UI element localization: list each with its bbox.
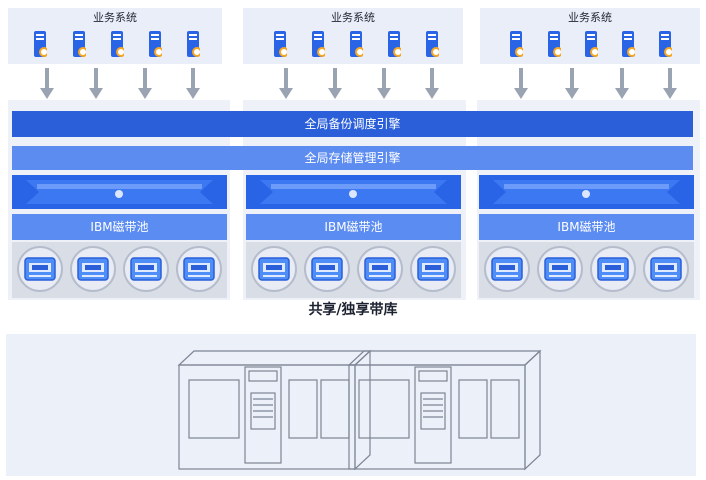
tape-library-cabinet-icon [347,349,542,471]
tape-cartridge-icon [70,246,116,292]
server-icon [312,31,325,57]
tape-cartridge-icon [17,246,63,292]
tape-pool-label-3: IBM磁带池 [479,214,694,240]
down-arrow-icon [514,68,528,99]
storage-manager-engine: 全局存储管理引擎 [12,146,693,170]
server-icon [426,31,439,57]
tape-library-floor [6,334,696,476]
down-arrow-icon [89,68,103,99]
down-arrow-icon [615,68,629,99]
tape-cartridge-icon [410,246,456,292]
shared-library-label: 共享/独享带库 [308,302,398,318]
down-arrow-icon [328,68,342,99]
server-icon [659,31,672,57]
tape-cartridge-icon [537,246,583,292]
tape-cartridge-icon [123,246,169,292]
tape-cartridge-icon [357,246,403,292]
server-icon [350,31,363,57]
server-icon [34,31,47,57]
business-label-3: 业务系统 [568,11,612,24]
server-icon [510,31,523,57]
down-arrow-icon [425,68,439,99]
down-arrow-icon [565,68,579,99]
business-label-2: 业务系统 [331,11,375,24]
server-icon [388,31,401,57]
down-arrow-icon [40,68,54,99]
storage-rack-2 [246,175,461,209]
down-arrow-icon [377,68,391,99]
down-arrow-icon [663,68,677,99]
backup-scheduler-engine: 全局备份调度引擎 [12,111,693,137]
down-arrow-icon [186,68,200,99]
server-icon [548,31,561,57]
down-arrow-icon [279,68,293,99]
down-arrow-icon [138,68,152,99]
server-icon [274,31,287,57]
storage-rack-3 [479,175,694,209]
server-icon [73,31,86,57]
tape-cartridge-icon [484,246,530,292]
tape-library-cabinet-icon [177,349,372,471]
server-icon [622,31,635,57]
business-label-1: 业务系统 [93,11,137,24]
tape-cartridge-icon [176,246,222,292]
server-icon [585,31,598,57]
tape-pool-label-2: IBM磁带池 [246,214,461,240]
tape-cartridge-icon [643,246,689,292]
tape-cartridge-icon [304,246,350,292]
server-icon [111,31,124,57]
tape-cartridge-icon [590,246,636,292]
server-icon [149,31,162,57]
server-icon [187,31,200,57]
tape-cartridge-icon [251,246,297,292]
tape-pool-label-1: IBM磁带池 [12,214,227,240]
storage-rack-1 [12,175,227,209]
